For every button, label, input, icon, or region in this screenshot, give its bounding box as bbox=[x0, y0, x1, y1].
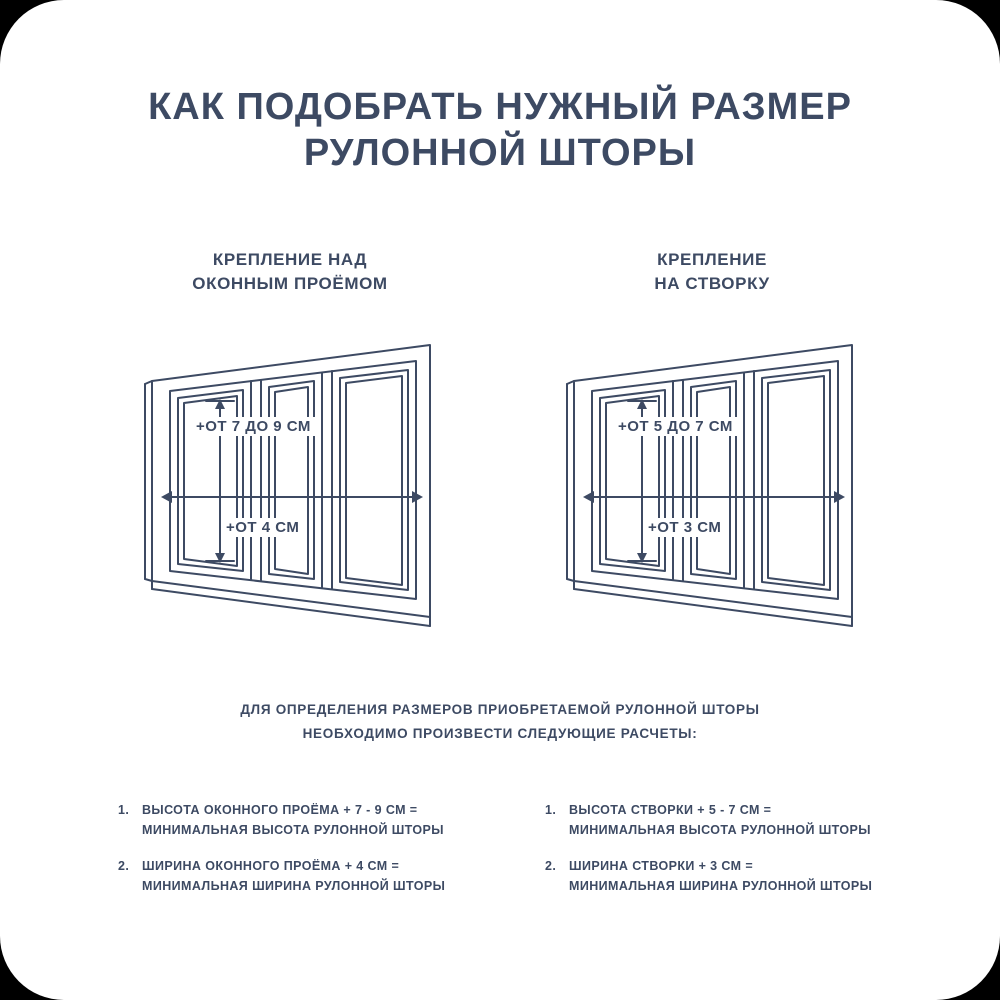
page-title-line-1: КАК ПОДОБРАТЬ НУЖНЫЙ РАЗМЕР bbox=[148, 86, 852, 128]
calc-item-number: 2. bbox=[118, 859, 130, 873]
calc-item: 2. ШИРИНА ОКОННОГО ПРОЁМА + 4 СМ = МИНИМ… bbox=[118, 856, 503, 896]
calc-item: 2. ШИРИНА СТВОРКИ + 3 СМ = МИНИМАЛЬНАЯ Ш… bbox=[545, 856, 930, 896]
calc-list-above-opening: 1. ВЫСОТА ОКОННОГО ПРОЁМА + 7 - 9 СМ = М… bbox=[118, 800, 503, 912]
width-measure-label: +ОТ 3 СМ bbox=[644, 518, 726, 537]
calc-item-number: 1. bbox=[545, 803, 557, 817]
calc-item-text: ШИРИНА ОКОННОГО ПРОЁМА + 4 СМ = МИНИМАЛЬ… bbox=[142, 856, 503, 896]
calc-item-number: 2. bbox=[545, 859, 557, 873]
calc-item-text: ВЫСОТА СТВОРКИ + 5 - 7 СМ = МИНИМАЛЬНАЯ … bbox=[569, 800, 930, 840]
heading-left-line-1: КРЕПЛЕНИЕ НАД bbox=[212, 250, 368, 269]
page-title-line-2: РУЛОННОЙ ШТОРЫ bbox=[303, 132, 697, 175]
instruction-note: ДЛЯ ОПРЕДЕЛЕНИЯ РАЗМЕРОВ ПРИОБРЕТАЕМОЙ Р… bbox=[0, 698, 1000, 745]
calc-formula: ШИРИНА ОКОННОГО ПРОЁМА + 4 СМ = bbox=[142, 859, 400, 873]
window-diagram-on-sash: +ОТ 5 ДО 7 СМ +ОТ 3 СМ bbox=[562, 335, 862, 635]
calc-formula: ВЫСОТА СТВОРКИ + 5 - 7 СМ = bbox=[569, 803, 772, 817]
window-diagram-above-opening: +ОТ 7 ДО 9 СМ +ОТ 4 СМ bbox=[140, 335, 440, 635]
heading-left-line-2: ОКОННЫМ ПРОЁМОМ bbox=[192, 273, 388, 293]
section-heading-above-opening: КРЕПЛЕНИЕ НАД ОКОННЫМ ПРОЁМОМ bbox=[140, 248, 440, 296]
width-measure-label: +ОТ 4 СМ bbox=[222, 518, 304, 537]
calc-item-number: 1. bbox=[118, 803, 130, 817]
width-arrow bbox=[161, 491, 423, 503]
note-line-1: ДЛЯ ОПРЕДЕЛЕНИЯ РАЗМЕРОВ ПРИОБРЕТАЕМОЙ Р… bbox=[240, 702, 760, 717]
heading-right-line-1: КРЕПЛЕНИЕ bbox=[657, 250, 767, 269]
calc-item: 1. ВЫСОТА ОКОННОГО ПРОЁМА + 7 - 9 СМ = М… bbox=[118, 800, 503, 840]
width-arrow bbox=[583, 491, 845, 503]
calc-result: МИНИМАЛЬНАЯ ШИРИНА РУЛОННОЙ ШТОРЫ bbox=[142, 879, 446, 893]
section-heading-on-sash: КРЕПЛЕНИЕ НА СТВОРКУ bbox=[562, 248, 862, 296]
window-drawing bbox=[566, 344, 853, 627]
window-drawing bbox=[144, 344, 431, 627]
height-measure-label: +ОТ 5 ДО 7 СМ bbox=[614, 417, 737, 436]
calc-formula: ВЫСОТА ОКОННОГО ПРОЁМА + 7 - 9 СМ = bbox=[142, 803, 418, 817]
calc-item: 1. ВЫСОТА СТВОРКИ + 5 - 7 СМ = МИНИМАЛЬН… bbox=[545, 800, 930, 840]
calc-result: МИНИМАЛЬНАЯ ШИРИНА РУЛОННОЙ ШТОРЫ bbox=[569, 879, 873, 893]
calc-item-text: ШИРИНА СТВОРКИ + 3 СМ = МИНИМАЛЬНАЯ ШИРИ… bbox=[569, 856, 930, 896]
page-title: КАК ПОДОБРАТЬ НУЖНЫЙ РАЗМЕР РУЛОННОЙ ШТО… bbox=[0, 84, 1000, 177]
calc-result: МИНИМАЛЬНАЯ ВЫСОТА РУЛОННОЙ ШТОРЫ bbox=[569, 823, 871, 837]
calc-formula: ШИРИНА СТВОРКИ + 3 СМ = bbox=[569, 859, 754, 873]
heading-right-line-2: НА СТВОРКУ bbox=[654, 273, 770, 293]
calc-result: МИНИМАЛЬНАЯ ВЫСОТА РУЛОННОЙ ШТОРЫ bbox=[142, 823, 444, 837]
calc-item-text: ВЫСОТА ОКОННОГО ПРОЁМА + 7 - 9 СМ = МИНИ… bbox=[142, 800, 503, 840]
note-line-2: НЕОБХОДИМО ПРОИЗВЕСТИ СЛЕДУЮЩИЕ РАСЧЕТЫ: bbox=[302, 725, 698, 741]
calc-list-on-sash: 1. ВЫСОТА СТВОРКИ + 5 - 7 СМ = МИНИМАЛЬН… bbox=[545, 800, 930, 912]
height-measure-label: +ОТ 7 ДО 9 СМ bbox=[192, 417, 315, 436]
